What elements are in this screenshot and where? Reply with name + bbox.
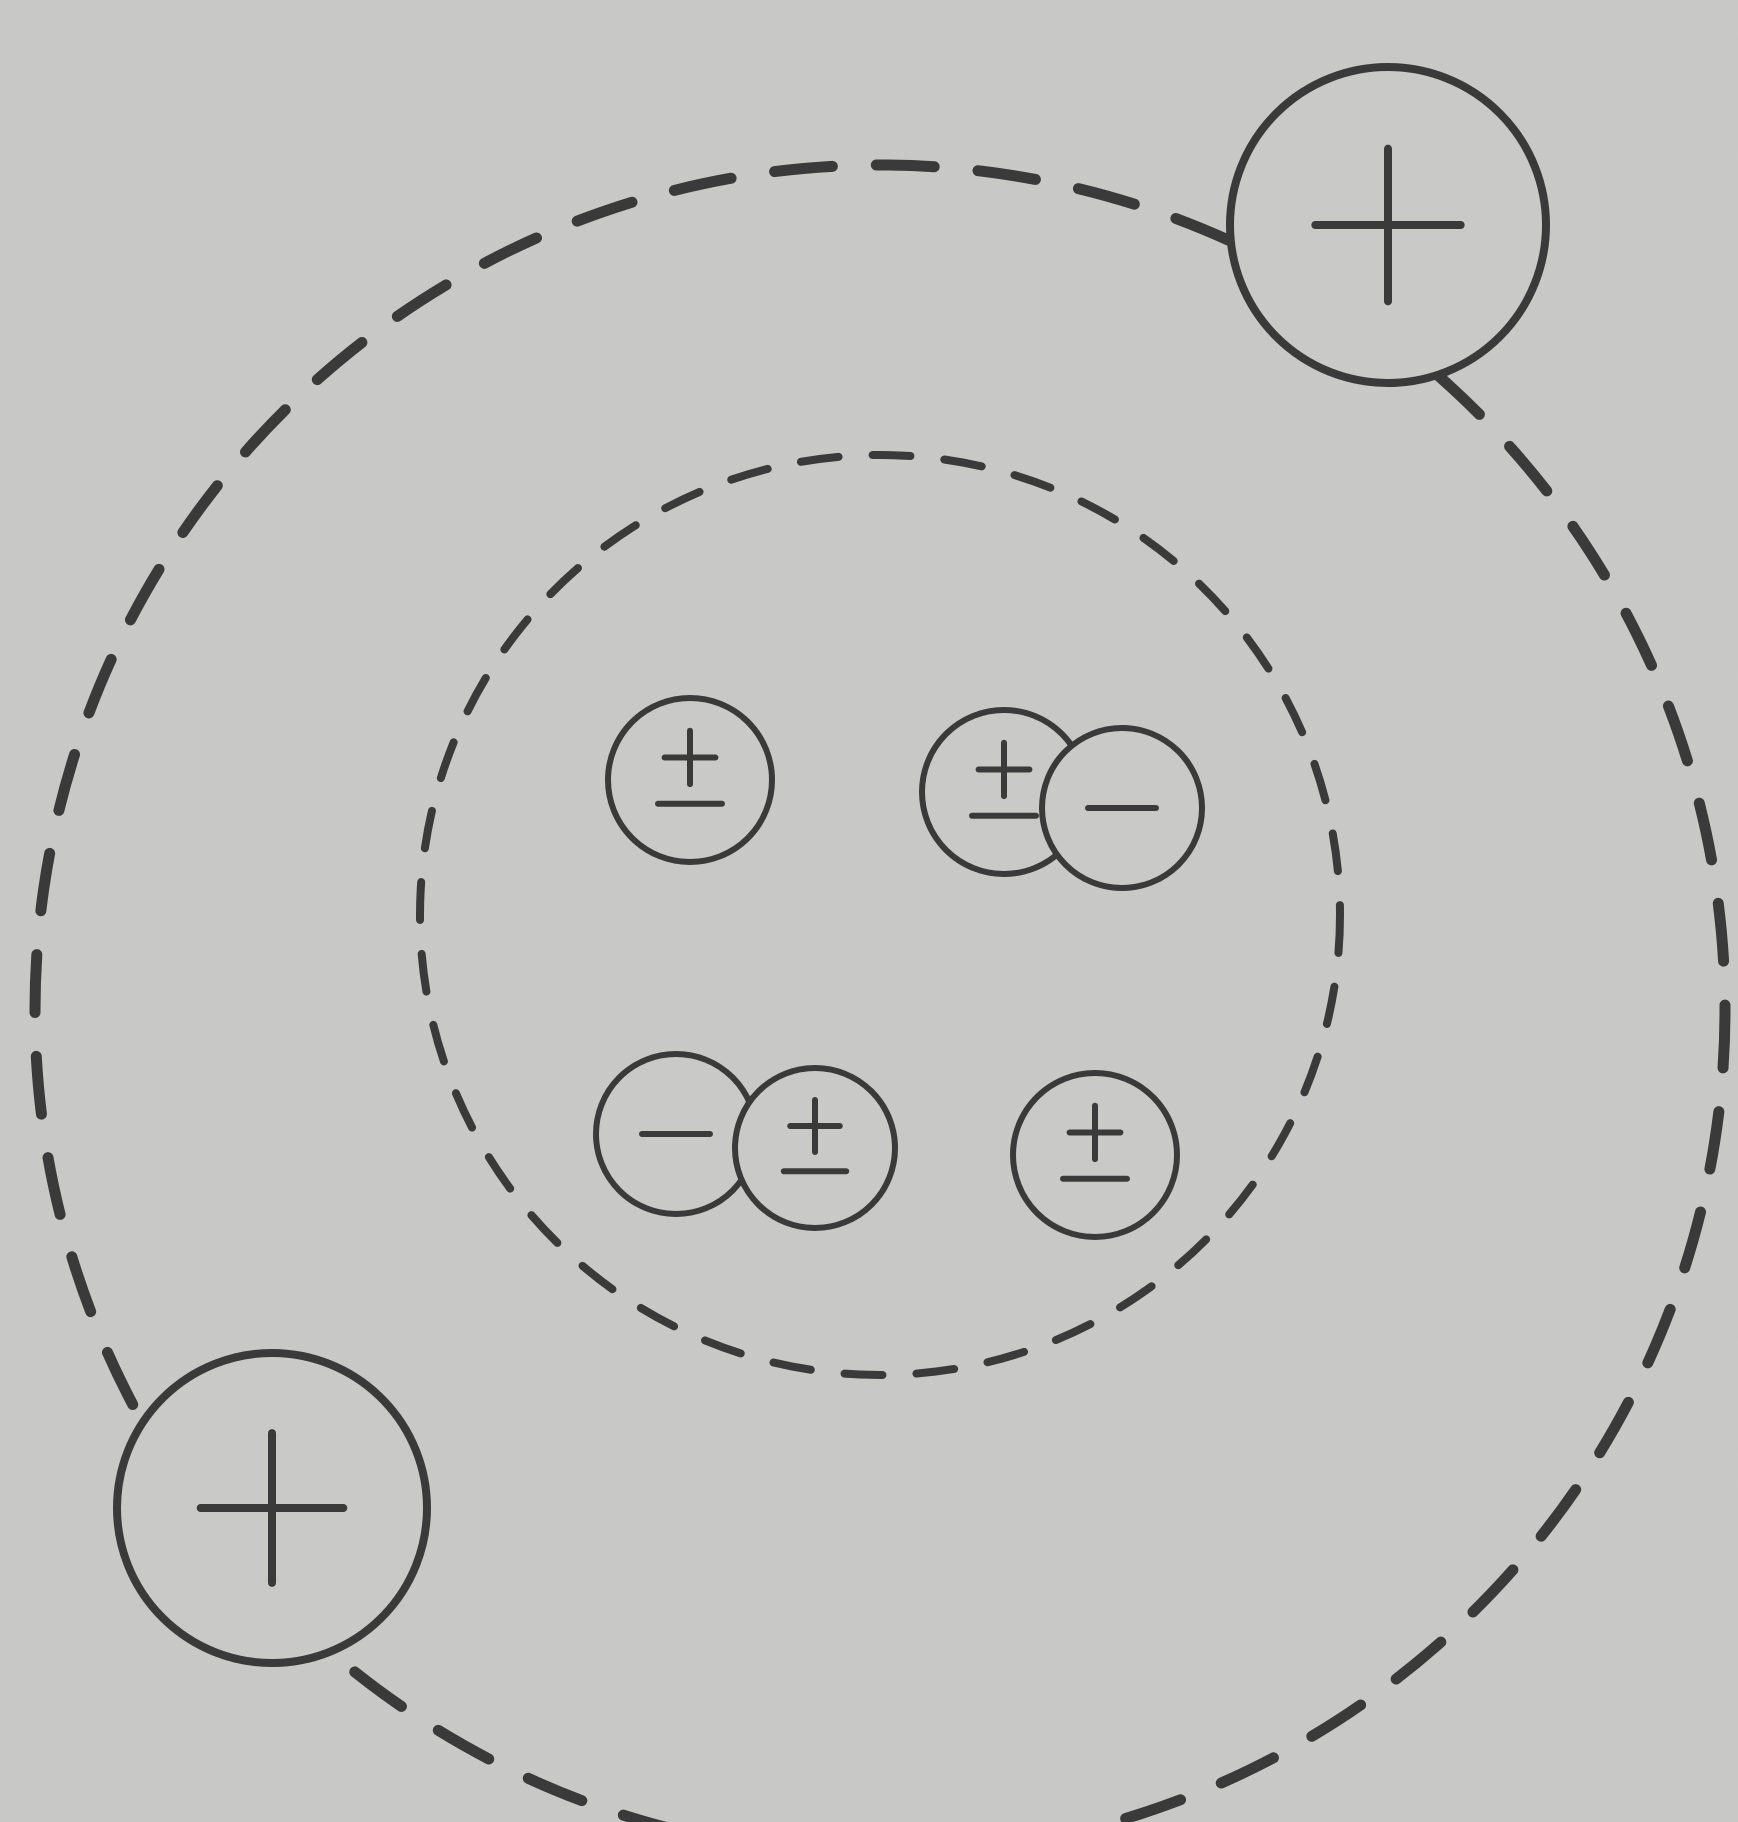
inner-unit-2 — [922, 710, 1202, 888]
negative-particle-3-1 — [596, 1054, 756, 1214]
inner-unit-4 — [1013, 1073, 1177, 1237]
neutral-particle-3-2 — [735, 1068, 895, 1228]
neutral-particle-1-1 — [608, 698, 772, 862]
inner-unit-1 — [608, 698, 772, 862]
negative-particle-2-2 — [1042, 728, 1202, 888]
neutral-particle-4-1 — [1013, 1073, 1177, 1237]
outer-charge-positive-1 — [1230, 67, 1546, 383]
outer-charge-positive-2 — [117, 1353, 427, 1663]
